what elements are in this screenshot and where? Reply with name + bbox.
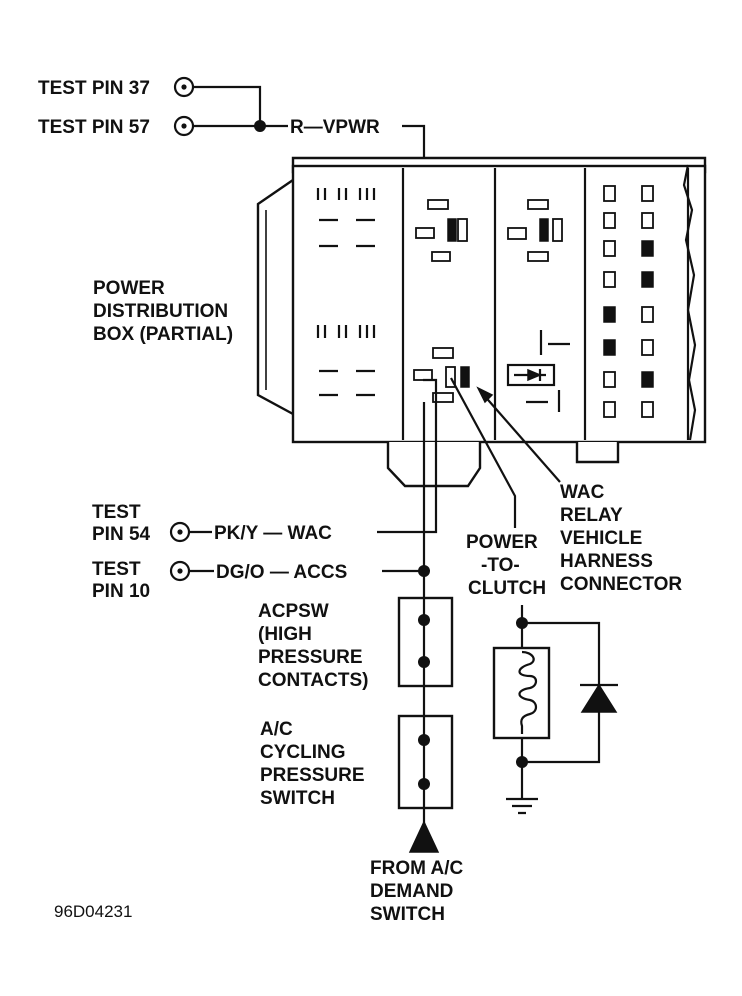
pdb-label: POWER DISTRIBUTION BOX (PARTIAL) — [93, 278, 233, 345]
test-pin-10: TEST PIN 10 — [92, 559, 191, 602]
vpwr-wire-label: R—VPWR — [290, 117, 380, 138]
relay-leader-arrow — [476, 386, 494, 404]
clutch-coil-circuit — [492, 605, 618, 815]
diode-icon — [580, 683, 618, 713]
svg-text:PRESSURE: PRESSURE — [260, 765, 365, 786]
figure-code: 96D04231 — [54, 902, 132, 921]
wac-cavity — [413, 369, 433, 381]
accs-wire-label: DG/O — ACCS — [216, 562, 347, 583]
svg-text:TEST: TEST — [92, 559, 141, 580]
test-pin-57: TEST PIN 57 — [38, 115, 195, 138]
wac-wire-label: PK/Y — WAC — [214, 523, 332, 544]
svg-text:DISTRIBUTION: DISTRIBUTION — [93, 301, 228, 322]
svg-text:CYCLING: CYCLING — [260, 742, 346, 763]
svg-text:POWER: POWER — [93, 278, 165, 299]
accs-cavity — [432, 392, 454, 403]
test-pin-37: TEST PIN 37 — [38, 76, 195, 99]
relay-cavity-grid — [603, 185, 654, 418]
diode-module — [506, 363, 556, 387]
svg-text:PRESSURE: PRESSURE — [258, 647, 363, 668]
power-to-clutch-leader — [450, 377, 517, 528]
acpsw-switch — [397, 596, 454, 688]
diode-icon — [527, 368, 542, 382]
relay-terminal-open — [445, 366, 456, 388]
svg-text:-TO-: -TO- — [481, 555, 520, 576]
power-to-clutch-label: POWER -TO- CLUTCH — [466, 532, 546, 599]
svg-text:PIN 10: PIN 10 — [92, 581, 150, 602]
svg-text:CONTACTS): CONTACTS) — [258, 670, 368, 691]
cycling-switch-label: A/C CYCLING PRESSURE SWITCH — [260, 719, 365, 809]
power-distribution-box — [256, 156, 707, 488]
test-pin-57-label: TEST PIN 57 — [38, 117, 150, 138]
svg-text:ACPSW: ACPSW — [258, 601, 329, 622]
svg-text:RELAY: RELAY — [560, 505, 623, 526]
svg-text:SWITCH: SWITCH — [260, 788, 335, 809]
splice-dot — [418, 565, 430, 577]
svg-text:FROM A/C: FROM A/C — [370, 858, 464, 879]
wac-wire: PK/Y — WAC — [189, 378, 438, 544]
test-pin-37-label: TEST PIN 37 — [38, 78, 150, 99]
svg-text:VEHICLE: VEHICLE — [560, 528, 642, 549]
svg-text:A/C: A/C — [260, 719, 293, 740]
relay-connector-leader — [481, 392, 561, 483]
svg-text:DEMAND: DEMAND — [370, 881, 453, 902]
test-pin-54: TEST PIN 54 — [92, 502, 191, 545]
svg-text:PIN 54: PIN 54 — [92, 524, 151, 545]
svg-text:BOX (PARTIAL): BOX (PARTIAL) — [93, 324, 233, 345]
relay-terminal-filled — [460, 366, 470, 388]
cycling-pressure-switch — [397, 714, 454, 810]
ground-icon — [506, 797, 538, 815]
svg-text:CONNECTOR: CONNECTOR — [560, 574, 682, 595]
fuse-row-upper — [316, 188, 376, 248]
svg-text:TEST: TEST — [92, 502, 141, 523]
acpsw-label: ACPSW (HIGH PRESSURE CONTACTS) — [258, 601, 368, 691]
wac-relay-label: WAC RELAY VEHICLE HARNESS CONNECTOR — [560, 482, 682, 595]
demand-switch-label: FROM A/C DEMAND SWITCH — [370, 858, 464, 925]
splice-dot — [254, 120, 266, 132]
svg-text:(HIGH: (HIGH — [258, 624, 312, 645]
svg-text:WAC: WAC — [560, 482, 605, 503]
svg-text:CLUTCH: CLUTCH — [468, 578, 546, 599]
coil-icon — [518, 650, 538, 734]
svg-text:HARNESS: HARNESS — [560, 551, 653, 572]
demand-switch-arrow-icon — [408, 820, 440, 853]
fuse-row-lower — [316, 325, 376, 397]
svg-text:SWITCH: SWITCH — [370, 904, 445, 925]
svg-text:POWER: POWER — [466, 532, 538, 553]
